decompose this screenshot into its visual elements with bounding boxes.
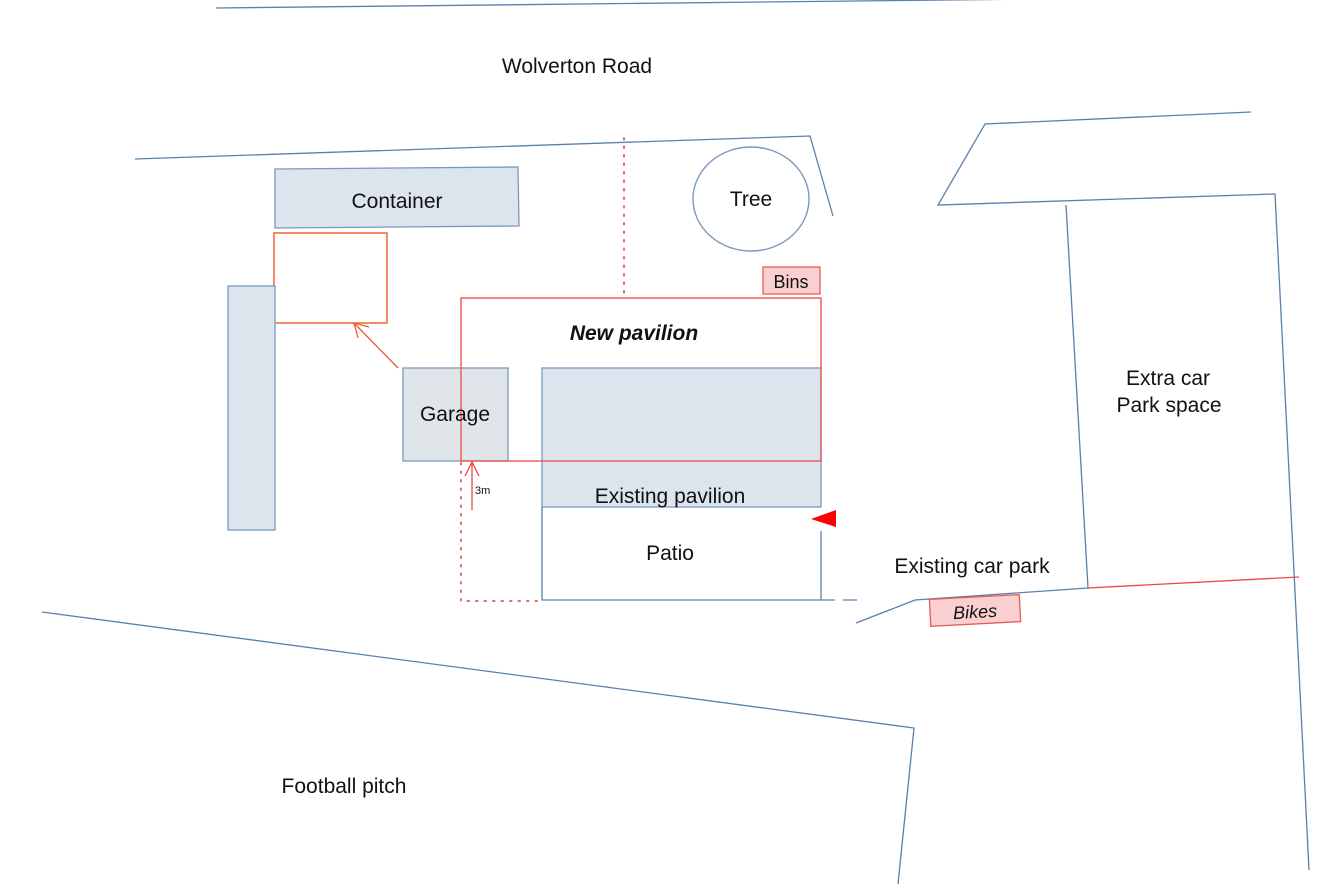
- new-pavilion-outline: [460, 297, 822, 462]
- relocation-arrow-icon: [353, 322, 399, 369]
- tree-circle: [692, 146, 810, 252]
- entrance-marker-triangle-left-icon: [811, 510, 836, 527]
- garage-label: Garage: [420, 403, 490, 426]
- extra-car-park-outline: [936, 111, 1310, 871]
- extra-car-park-label-line2: Park space: [1116, 394, 1221, 417]
- existing-pavilion-label: Existing pavilion: [595, 485, 746, 508]
- extra-car-park-label-line1: Extra car: [1126, 367, 1210, 390]
- car-park-edge: [855, 587, 1089, 624]
- dimension-arrow-up-icon: [464, 460, 480, 510]
- boundary-dotted-corner: [460, 462, 543, 602]
- garage-relocation-target: [273, 232, 388, 324]
- container-label: Container: [351, 190, 442, 213]
- bikes-tag: Bikes: [928, 593, 1022, 628]
- football-pitch-label: Football pitch: [282, 775, 407, 798]
- dimension-label: 3m: [475, 485, 490, 497]
- bins-label: Bins: [773, 272, 808, 292]
- football-pitch-boundary: [41, 611, 915, 884]
- road-bottom-edge: [134, 135, 834, 217]
- proposed-boundary-line: [1087, 576, 1300, 589]
- container-block: [274, 166, 520, 229]
- patio-outline: [541, 507, 821, 601]
- bikes-label: Bikes: [953, 601, 998, 623]
- extra-car-park-divider: [1065, 204, 1089, 589]
- patio-label: Patio: [646, 542, 694, 565]
- existing-car-park-label: Existing car park: [894, 555, 1050, 578]
- new-pavilion-label: New pavilion: [570, 322, 698, 345]
- left-building: [227, 285, 276, 531]
- bins-tag: [762, 266, 821, 295]
- tree-label: Tree: [730, 188, 772, 211]
- garage-block: [402, 367, 509, 462]
- road-top-edge: [215, 0, 1007, 9]
- road-label: Wolverton Road: [502, 55, 652, 78]
